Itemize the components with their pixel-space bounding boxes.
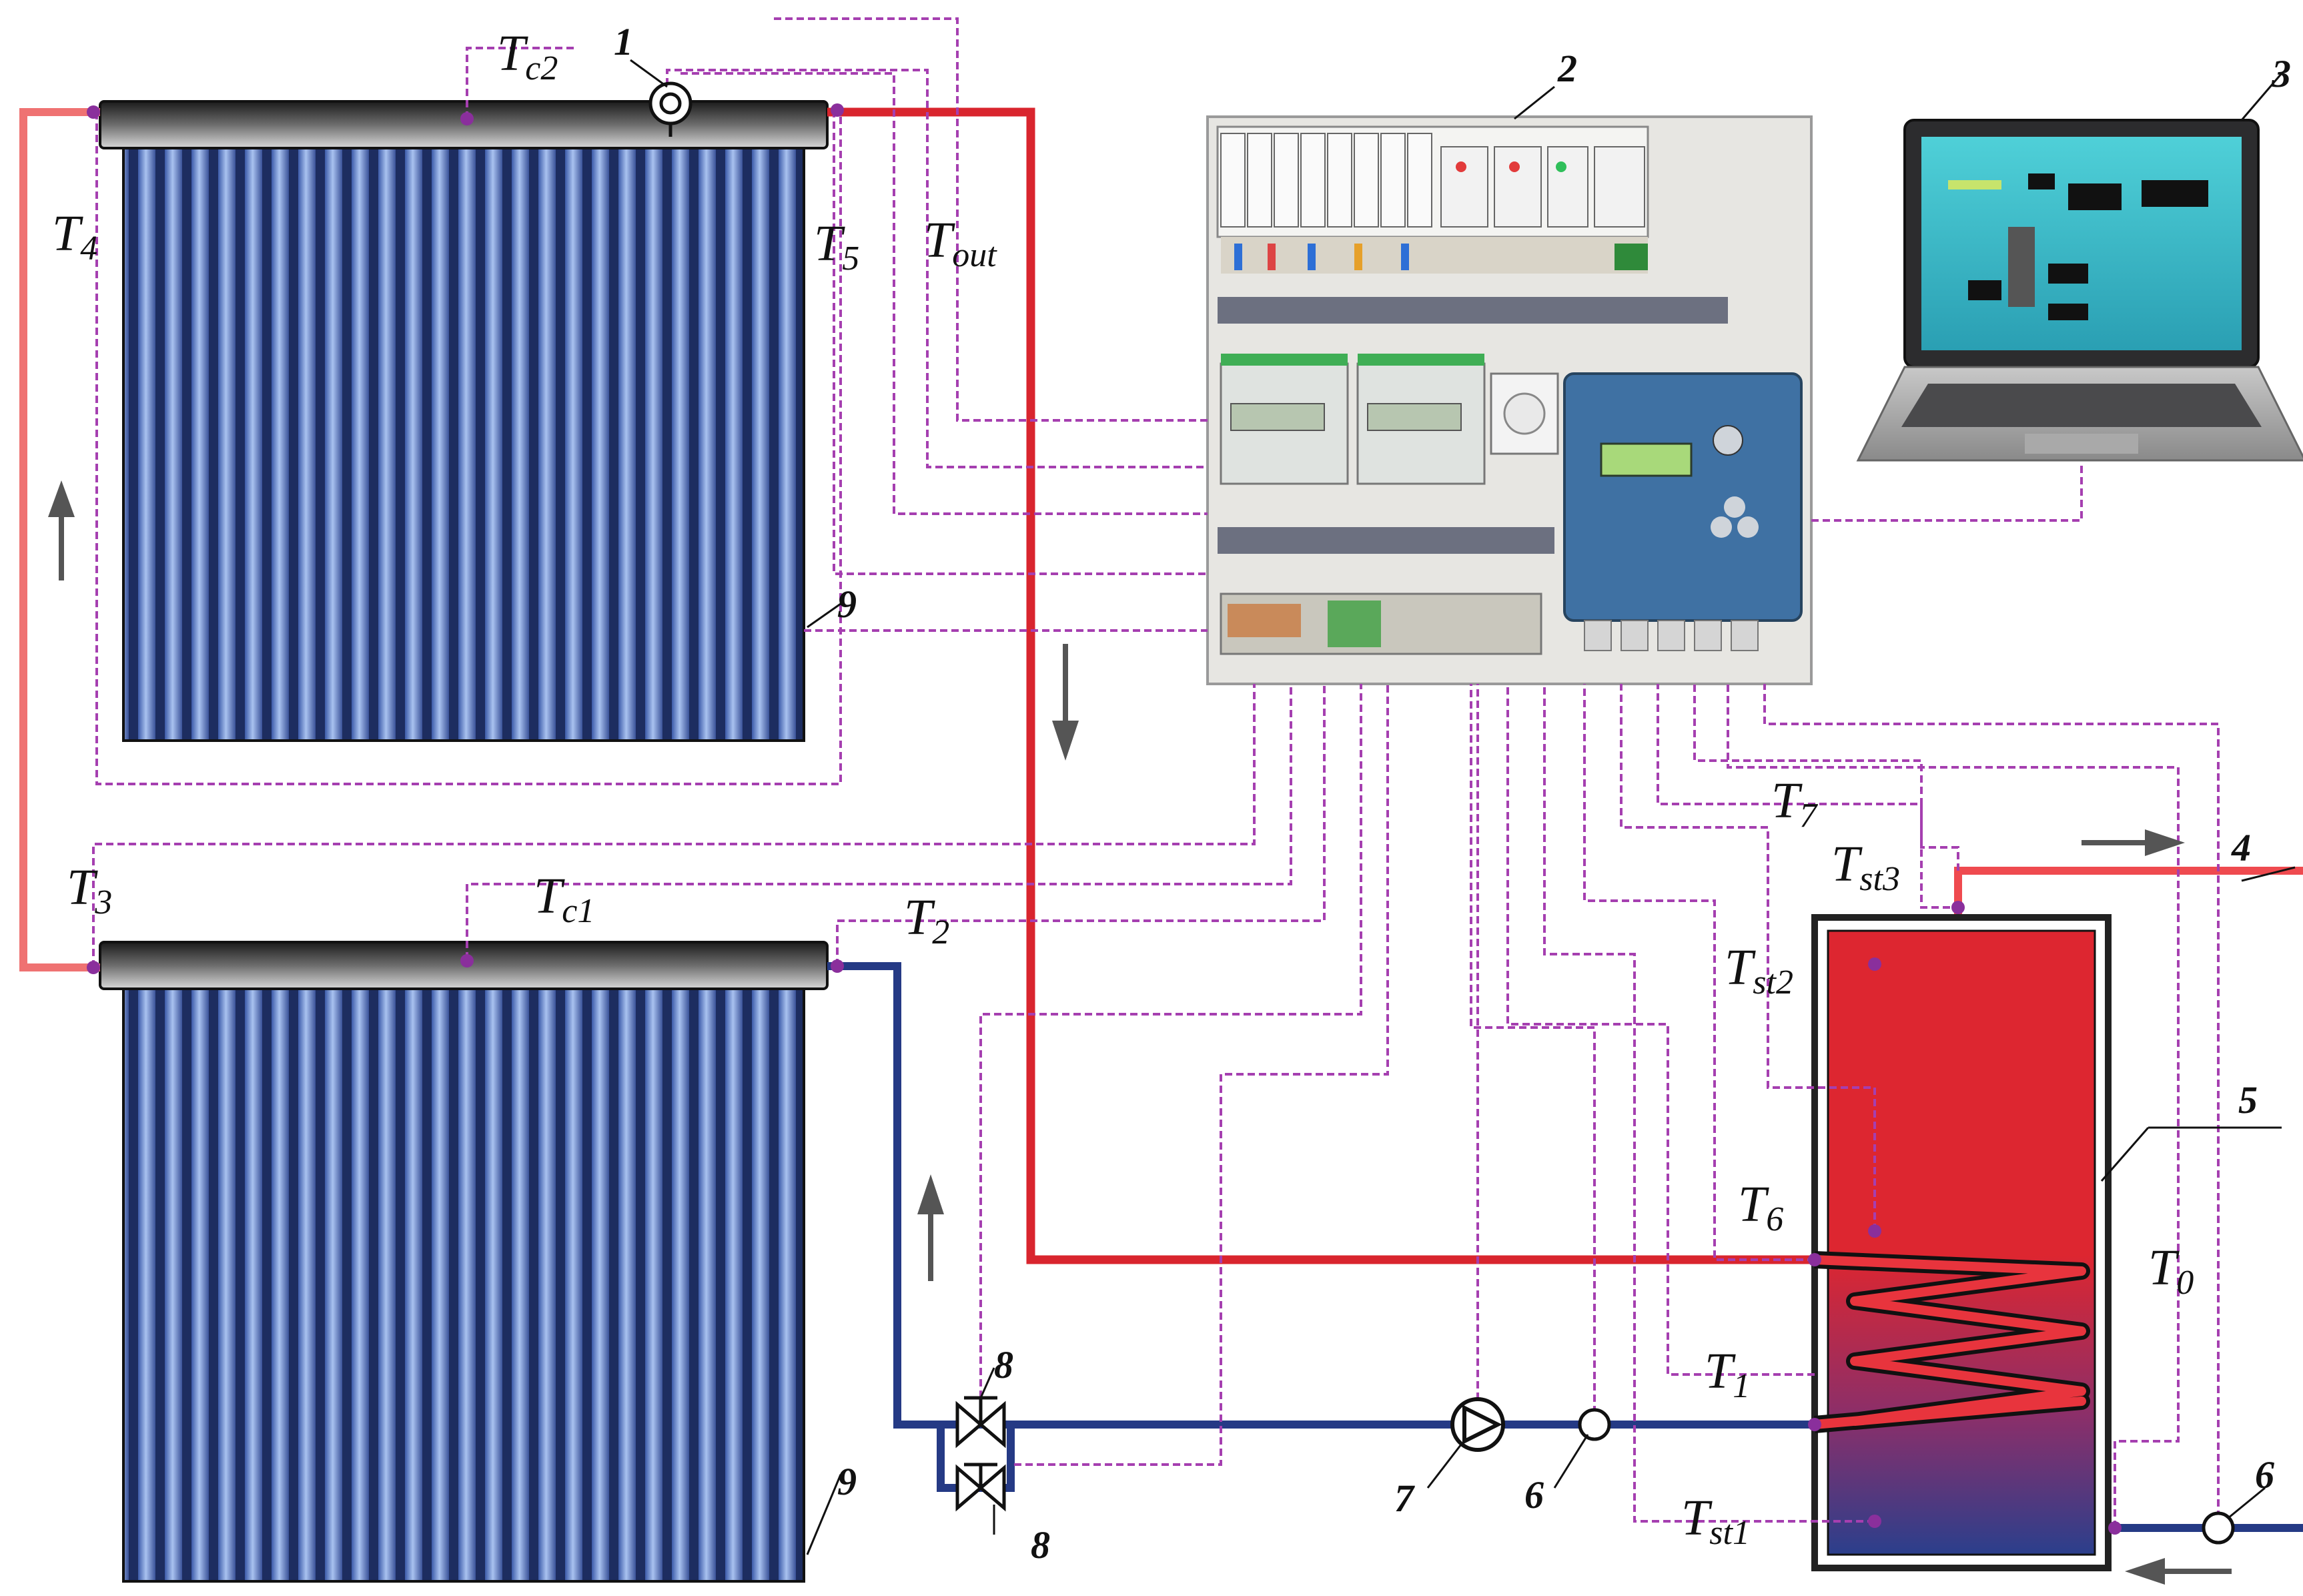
label-t3: T3 <box>67 859 112 921</box>
terminal-block-green <box>1328 601 1381 647</box>
sensor-nodes <box>87 103 2122 1535</box>
cable-duct-upper <box>1218 297 1728 324</box>
label-t1: T1 <box>1705 1343 1750 1405</box>
sensor-t6-node <box>1808 1253 1821 1266</box>
collector-upper <box>99 100 829 742</box>
number-5: 5 <box>2238 1078 2258 1122</box>
flow-arrows <box>48 480 2232 1585</box>
laptop-keyboard <box>1901 384 2262 427</box>
collector-lower-tubes <box>122 986 805 1583</box>
number-2: 2 <box>1557 47 1577 90</box>
label-tst2: Tst2 <box>1725 939 1793 1002</box>
meter-button-icon <box>1724 496 1745 518</box>
meter-logo-icon <box>1713 425 1743 456</box>
signal-lines <box>92 17 2220 1528</box>
component-numbers: 1 2 3 4 5 6 6 7 8 8 9 9 <box>614 20 2291 1567</box>
number-8: 8 <box>994 1343 1013 1386</box>
pump-icon <box>1450 1397 1505 1452</box>
laptop <box>1856 119 2303 462</box>
sensor-1-icon <box>648 81 693 137</box>
leader-lines <box>630 59 2296 1555</box>
label-tc2: Tc2 <box>497 25 558 87</box>
valve-upper-icon <box>955 1396 1006 1449</box>
number-4: 4 <box>2231 826 2251 869</box>
sensor-tc2-node <box>460 112 474 125</box>
control-cabinet <box>1206 115 1813 685</box>
arrow-right-icon <box>2082 829 2185 856</box>
pipes <box>19 107 2303 1532</box>
arrow-up-icon <box>48 480 75 580</box>
label-t0: T0 <box>2148 1240 2194 1302</box>
tank-interior <box>1827 929 2096 1556</box>
number-7: 7 <box>1394 1477 1415 1520</box>
label-t7: T7 <box>1771 773 1818 835</box>
valve-lower-icon <box>955 1463 1006 1512</box>
io-module-1-display <box>1230 403 1325 431</box>
number-8: 8 <box>1031 1523 1050 1567</box>
number-9: 9 <box>837 1460 857 1503</box>
sensor-t7-node <box>1951 901 1965 914</box>
laptop-touchpad <box>2025 434 2138 454</box>
arrow-left-icon <box>2125 1558 2232 1585</box>
number-6: 6 <box>2255 1453 2274 1497</box>
flow-meter-icon <box>2202 1511 2235 1545</box>
number-9: 9 <box>837 582 857 626</box>
sensor-t2-node <box>831 959 844 973</box>
sensor-t3-node <box>87 961 100 974</box>
pipe-cold-return <box>827 962 1815 1429</box>
sensor-t4-node <box>87 105 100 119</box>
label-t4: T4 <box>52 206 97 268</box>
label-tout: Tout <box>924 212 997 274</box>
meter-button-icon <box>1737 516 1759 538</box>
sensor-tst1-node <box>1868 1515 1881 1528</box>
meter-button-icon <box>1711 516 1732 538</box>
number-6: 6 <box>1524 1473 1544 1517</box>
arrow-down-icon <box>1052 644 1079 761</box>
heat-meter-controller <box>1563 372 1803 622</box>
label-tst1: Tst1 <box>1681 1490 1750 1552</box>
breakers <box>1220 133 1645 228</box>
flow-meter-icon <box>1578 1408 1611 1441</box>
socket-face-icon <box>1503 392 1546 435</box>
io-module-2-display <box>1367 403 1462 431</box>
label-tc1: Tc1 <box>534 868 594 930</box>
heat-exchanger-coil <box>1814 1255 2086 1429</box>
number-1: 1 <box>614 20 633 63</box>
sensor-tst2-node <box>1868 1224 1881 1238</box>
sensor-tst3-node <box>1868 957 1881 971</box>
label-t6: T6 <box>1738 1176 1783 1238</box>
arrow-up-icon <box>917 1174 944 1281</box>
label-t2: T2 <box>904 889 949 951</box>
cable-glands <box>1584 620 1759 651</box>
sensor-t5-node <box>831 103 844 117</box>
number-3: 3 <box>2271 52 2291 95</box>
terminal-block-copper <box>1228 604 1301 637</box>
collector-upper-tubes <box>122 145 805 742</box>
collector-upper-manifold <box>99 100 829 149</box>
sensor-t1-node <box>1808 1418 1821 1431</box>
wiring-top <box>1221 237 1648 274</box>
pipe-collector-link <box>19 108 100 971</box>
temperature-labels: Tc2 T4 T5 Tout T3 Tc1 T2 T7 Tst3 Tst2 T6… <box>52 25 2194 1552</box>
label-tst3: Tst3 <box>1831 836 1900 898</box>
sensor-tc1-node <box>460 954 474 967</box>
cable-duct-lower <box>1218 527 1554 554</box>
label-t5: T5 <box>814 216 859 278</box>
heat-meter-display <box>1600 442 1693 477</box>
pipe-hot-supply <box>827 107 1815 1264</box>
storage-tank <box>1811 914 2112 1571</box>
sensor-t0-node <box>2108 1521 2122 1535</box>
collector-lower <box>99 941 829 1583</box>
